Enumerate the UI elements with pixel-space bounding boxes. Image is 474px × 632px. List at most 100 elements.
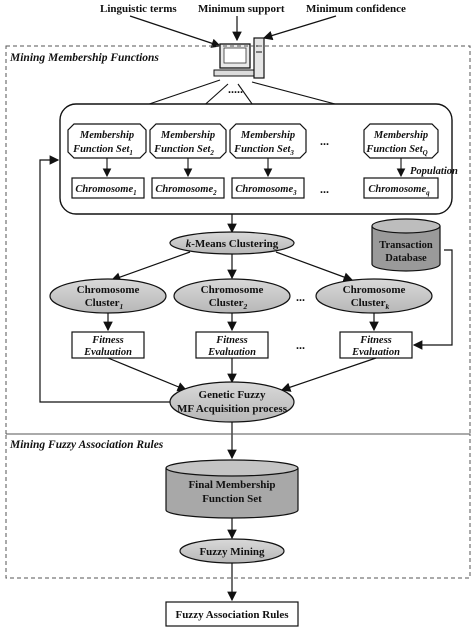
svg-text:Chromosome2: Chromosome2 xyxy=(155,184,217,197)
svg-text:k-Means Clustering: k-Means Clustering xyxy=(186,238,279,250)
population-ellipsis-bottom: ... xyxy=(320,182,329,196)
fitness-ellipsis: ... xyxy=(296,338,305,352)
database-line2: Database xyxy=(385,253,427,264)
arrow-to-clusterk xyxy=(275,251,354,282)
svg-text:Clusterk: Clusterk xyxy=(351,297,390,311)
population-ellipsis-top: ... xyxy=(320,134,329,148)
cluster-subscript: k xyxy=(386,302,390,311)
mf-set-line1: Membership xyxy=(240,130,295,141)
fitness-line2: Evaluation xyxy=(83,347,132,358)
mining-mf-section-title: Mining Membership Functions xyxy=(9,52,159,64)
mf-set-line1: Membership xyxy=(79,130,134,141)
chromosome-subscript: 2 xyxy=(212,189,217,197)
mf-set-line1: Membership xyxy=(373,130,428,141)
fitness-evaluation-2: Fitness Evaluation xyxy=(195,331,269,359)
minimum-confidence-label: Minimum confidence xyxy=(306,3,406,15)
svg-text:Function Set1: Function Set1 xyxy=(72,144,133,157)
chromosome-subscript: 1 xyxy=(133,189,137,197)
population-column-3: Membership Function Set3 Chromosome3 xyxy=(229,123,307,199)
arrow-db-to-fitness xyxy=(412,249,453,350)
fitness-line1: Fitness xyxy=(359,335,392,346)
linguistic-terms-label: Linguistic terms xyxy=(100,3,177,15)
mining-rules-section-title: Mining Fuzzy Association Rules xyxy=(9,439,164,451)
cluster-line1: Chromosome xyxy=(343,284,406,296)
mf-set-subscript: 2 xyxy=(209,149,214,157)
fitness-line1: Fitness xyxy=(215,335,248,346)
mf-set-line2: Function Set xyxy=(233,144,291,155)
svg-text:Chromosome1: Chromosome1 xyxy=(75,184,136,197)
fitness-evaluation-1: Fitness Evaluation xyxy=(71,331,145,359)
mf-set-box xyxy=(229,123,307,159)
genetic-line2: MF Acquisition process xyxy=(177,403,288,415)
mining-mf-section-box xyxy=(5,45,471,435)
fitness-line1: Fitness xyxy=(91,335,124,346)
chromosome-subscript: q xyxy=(426,189,430,197)
cluster-subscript: 2 xyxy=(243,302,248,311)
minimum-support-label: Minimum support xyxy=(198,3,285,15)
svg-text:Function Set2: Function Set2 xyxy=(153,144,214,157)
computer-icon xyxy=(213,37,265,79)
svg-text:Cluster2: Cluster2 xyxy=(209,297,248,311)
mf-set-subscript: 1 xyxy=(129,149,133,157)
chromosome-label: Chromosome xyxy=(235,184,293,195)
genetic-fuzzy-node: Genetic Fuzzy MF Acquisition process xyxy=(169,381,295,423)
computer-dots: ..... xyxy=(228,82,243,96)
output-label: Fuzzy Association Rules xyxy=(175,609,289,621)
mf-set-box xyxy=(67,123,147,159)
population-column-1: Membership Function Set1 Chromosome1 xyxy=(67,123,147,199)
kmeans-k: k xyxy=(186,238,192,250)
fitness-line2: Evaluation xyxy=(207,347,256,358)
mf-set-line2: Function Set xyxy=(72,144,130,155)
mining-rules-section-box xyxy=(5,433,471,579)
population-column-q: Membership Function SetQ Chromosomeq xyxy=(363,123,439,199)
kmeans-label: -Means Clustering xyxy=(191,238,279,250)
arrow-to-cluster1 xyxy=(110,251,191,282)
mf-set-subscript: Q xyxy=(423,149,428,157)
final-mf-set-icon xyxy=(165,459,299,519)
fitness-line2: Evaluation xyxy=(351,347,400,358)
svg-text:Cluster1: Cluster1 xyxy=(85,297,124,311)
svg-text:Function SetQ: Function SetQ xyxy=(365,144,427,157)
mf-set-subscript: 3 xyxy=(289,149,294,157)
svg-text:Function Set3: Function Set3 xyxy=(233,144,294,157)
database-line1: Transaction xyxy=(379,240,433,251)
chromosome-label: Chromosome xyxy=(75,184,133,195)
chromosome-cluster-k: Chromosome Clusterk xyxy=(315,278,433,314)
cluster-line1: Chromosome xyxy=(201,284,264,296)
mf-set-line2: Function Set xyxy=(153,144,211,155)
population-column-2: Membership Function Set2 Chromosome2 xyxy=(149,123,227,199)
chromosome-subscript: 3 xyxy=(292,189,297,197)
cluster-line2: Cluster xyxy=(351,297,386,309)
cluster-ellipsis: ... xyxy=(296,290,305,304)
fitness-evaluation-k: Fitness Evaluation xyxy=(339,331,413,359)
chromosome-label: Chromosome xyxy=(155,184,213,195)
genetic-line1: Genetic Fuzzy xyxy=(199,389,266,401)
arrow-confidence xyxy=(262,15,337,41)
cluster-line1: Chromosome xyxy=(77,284,140,296)
svg-text:Chromosome3: Chromosome3 xyxy=(235,184,297,197)
population-label: Population xyxy=(410,166,458,177)
arrow-feedback-loop xyxy=(39,155,170,403)
fuzzy-mining-node: Fuzzy Mining xyxy=(179,538,285,564)
chromosome-cluster-1: Chromosome Cluster1 xyxy=(49,278,167,314)
fuzzy-mining-label: Fuzzy Mining xyxy=(199,546,265,558)
arrow-linguistic xyxy=(129,15,222,48)
mf-set-box xyxy=(149,123,227,159)
mf-set-line2: Function Set xyxy=(365,144,423,155)
chromosome-box xyxy=(363,177,439,199)
chromosome-label: Chromosome xyxy=(368,184,426,195)
mf-set-line1: Membership xyxy=(160,130,215,141)
chromosome-cluster-2: Chromosome Cluster2 xyxy=(173,278,291,314)
chromosome-box xyxy=(231,177,305,199)
fuzzy-association-rules-box: Fuzzy Association Rules xyxy=(165,601,299,627)
final-set-line2: Function Set xyxy=(202,493,262,505)
cluster-line2: Cluster xyxy=(85,297,120,309)
chromosome-box xyxy=(151,177,225,199)
mf-set-box xyxy=(363,123,439,159)
cluster-subscript: 1 xyxy=(120,302,124,311)
cluster-line2: Cluster xyxy=(209,297,244,309)
chromosome-box xyxy=(71,177,145,199)
svg-text:Chromosomeq: Chromosomeq xyxy=(368,184,430,197)
